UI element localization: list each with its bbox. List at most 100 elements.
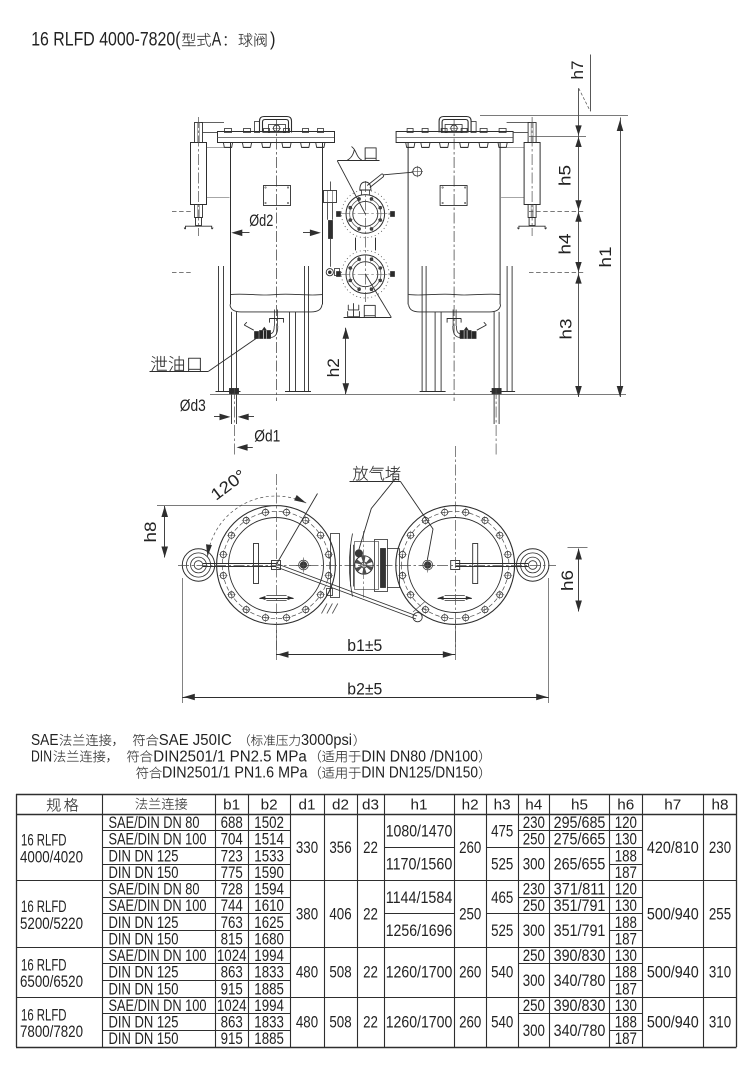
svg-text:480: 480 [296, 1014, 318, 1032]
svg-text:1590: 1590 [254, 864, 284, 882]
svg-text:723: 723 [221, 847, 243, 865]
svg-text:230: 230 [523, 814, 545, 832]
svg-text:863: 863 [221, 964, 243, 982]
svg-text:1170/1560: 1170/1560 [386, 856, 453, 874]
svg-text:525: 525 [491, 922, 513, 940]
svg-text:1610: 1610 [254, 897, 284, 915]
svg-text:h7: h7 [569, 61, 587, 80]
svg-text:h2: h2 [325, 358, 343, 377]
svg-text:1833: 1833 [254, 964, 284, 982]
svg-text:SAE/DIN DN 100: SAE/DIN DN 100 [109, 831, 207, 849]
svg-text:265/655: 265/655 [554, 856, 606, 874]
svg-text:688: 688 [221, 814, 243, 832]
svg-text:h1: h1 [597, 247, 615, 268]
svg-text:704: 704 [221, 831, 243, 849]
svg-text:340/780: 340/780 [554, 1022, 606, 1040]
svg-text:h5: h5 [571, 797, 588, 813]
svg-text:187: 187 [615, 930, 637, 948]
svg-text:480: 480 [296, 964, 318, 982]
svg-text:h4: h4 [557, 234, 575, 255]
svg-text:255: 255 [709, 906, 731, 924]
svg-text:230: 230 [523, 881, 545, 899]
svg-text:h4: h4 [525, 797, 542, 813]
svg-text:1514: 1514 [254, 831, 284, 849]
svg-text:6500/6520: 6500/6520 [20, 973, 83, 991]
svg-text:DIN DN 125: DIN DN 125 [109, 964, 179, 982]
svg-text:500/940: 500/940 [647, 1014, 699, 1032]
svg-text:Ød3: Ød3 [180, 397, 206, 415]
svg-text:h8: h8 [142, 522, 160, 543]
svg-text:300: 300 [523, 972, 545, 990]
svg-text:h3: h3 [494, 797, 511, 813]
svg-text:275/665: 275/665 [554, 831, 606, 849]
svg-text:406: 406 [329, 906, 351, 924]
svg-text:h1: h1 [411, 797, 428, 813]
svg-text:4000/4020: 4000/4020 [20, 849, 83, 867]
svg-text:h6: h6 [617, 797, 634, 813]
svg-text:22: 22 [363, 964, 378, 982]
svg-text:815: 815 [221, 930, 243, 948]
svg-text:390/830: 390/830 [554, 997, 606, 1015]
svg-text:330: 330 [296, 839, 318, 857]
svg-text:1885: 1885 [254, 1030, 284, 1048]
svg-text:1260/1700: 1260/1700 [386, 1014, 453, 1032]
svg-text:16 RLFD: 16 RLFD [21, 832, 67, 850]
svg-text:260: 260 [459, 964, 481, 982]
svg-text:300: 300 [523, 922, 545, 940]
svg-text:525: 525 [491, 856, 513, 874]
svg-text:508: 508 [329, 964, 351, 982]
svg-text:250: 250 [523, 997, 545, 1015]
svg-text:DIN DN 150: DIN DN 150 [109, 1030, 179, 1048]
svg-text:728: 728 [221, 881, 243, 899]
svg-text:775: 775 [221, 864, 243, 882]
svg-text:Ød1: Ød1 [254, 428, 280, 446]
svg-text:16 RLFD: 16 RLFD [21, 898, 67, 916]
svg-text:5200/5220: 5200/5220 [20, 915, 83, 933]
svg-text:7800/7820: 7800/7820 [20, 1023, 83, 1041]
svg-text:DIN2501/1 PN1.6 MPa: DIN2501/1 PN1.6 MPa [162, 765, 308, 782]
svg-text:b1±5: b1±5 [347, 637, 382, 655]
svg-text:230: 230 [709, 839, 731, 857]
svg-text:d2: d2 [332, 797, 349, 813]
svg-text:16 RLFD: 16 RLFD [21, 1006, 67, 1024]
svg-text:420/810: 420/810 [647, 839, 699, 857]
svg-text:300: 300 [523, 856, 545, 874]
svg-text:120°: 120° [208, 466, 250, 504]
svg-text:340/780: 340/780 [554, 972, 606, 990]
svg-text:356: 356 [329, 839, 351, 857]
svg-text:188: 188 [615, 914, 637, 932]
svg-text:1680: 1680 [254, 930, 284, 948]
svg-text:DIN DN80 /DN100: DIN DN80 /DN100 [361, 748, 478, 765]
svg-text:310: 310 [709, 964, 731, 982]
svg-text:b1: b1 [223, 797, 240, 813]
svg-text:DIN DN 125: DIN DN 125 [109, 914, 179, 932]
svg-text:d3: d3 [362, 797, 379, 813]
svg-text:351/791: 351/791 [554, 897, 606, 915]
svg-text:475: 475 [491, 822, 513, 840]
svg-text:h5: h5 [557, 165, 575, 186]
svg-text:1144/1584: 1144/1584 [386, 889, 453, 907]
svg-text:915: 915 [221, 980, 243, 998]
svg-text:130: 130 [615, 831, 637, 849]
svg-text:h2: h2 [462, 797, 479, 813]
svg-text:1994: 1994 [254, 997, 284, 1015]
svg-text:250: 250 [523, 831, 545, 849]
svg-text:1625: 1625 [254, 914, 284, 932]
svg-text:b2: b2 [261, 797, 278, 813]
svg-text:187: 187 [615, 1030, 637, 1048]
svg-text:1594: 1594 [254, 881, 284, 899]
svg-text:h7: h7 [664, 797, 681, 813]
svg-text:188: 188 [615, 847, 637, 865]
svg-text:1994: 1994 [254, 947, 284, 965]
svg-text:b2±5: b2±5 [347, 681, 382, 699]
svg-text:SAE: SAE [31, 732, 59, 749]
svg-text:DIN DN 150: DIN DN 150 [109, 930, 179, 948]
svg-text:250: 250 [523, 947, 545, 965]
svg-text:16 RLFD 4000-7820(: 16 RLFD 4000-7820( [31, 30, 181, 51]
svg-text:DIN DN 150: DIN DN 150 [109, 980, 179, 998]
svg-text:187: 187 [615, 980, 637, 998]
svg-text:1533: 1533 [254, 847, 284, 865]
svg-text:120: 120 [615, 881, 637, 899]
svg-text:1502: 1502 [254, 814, 284, 832]
svg-text:863: 863 [221, 1014, 243, 1032]
